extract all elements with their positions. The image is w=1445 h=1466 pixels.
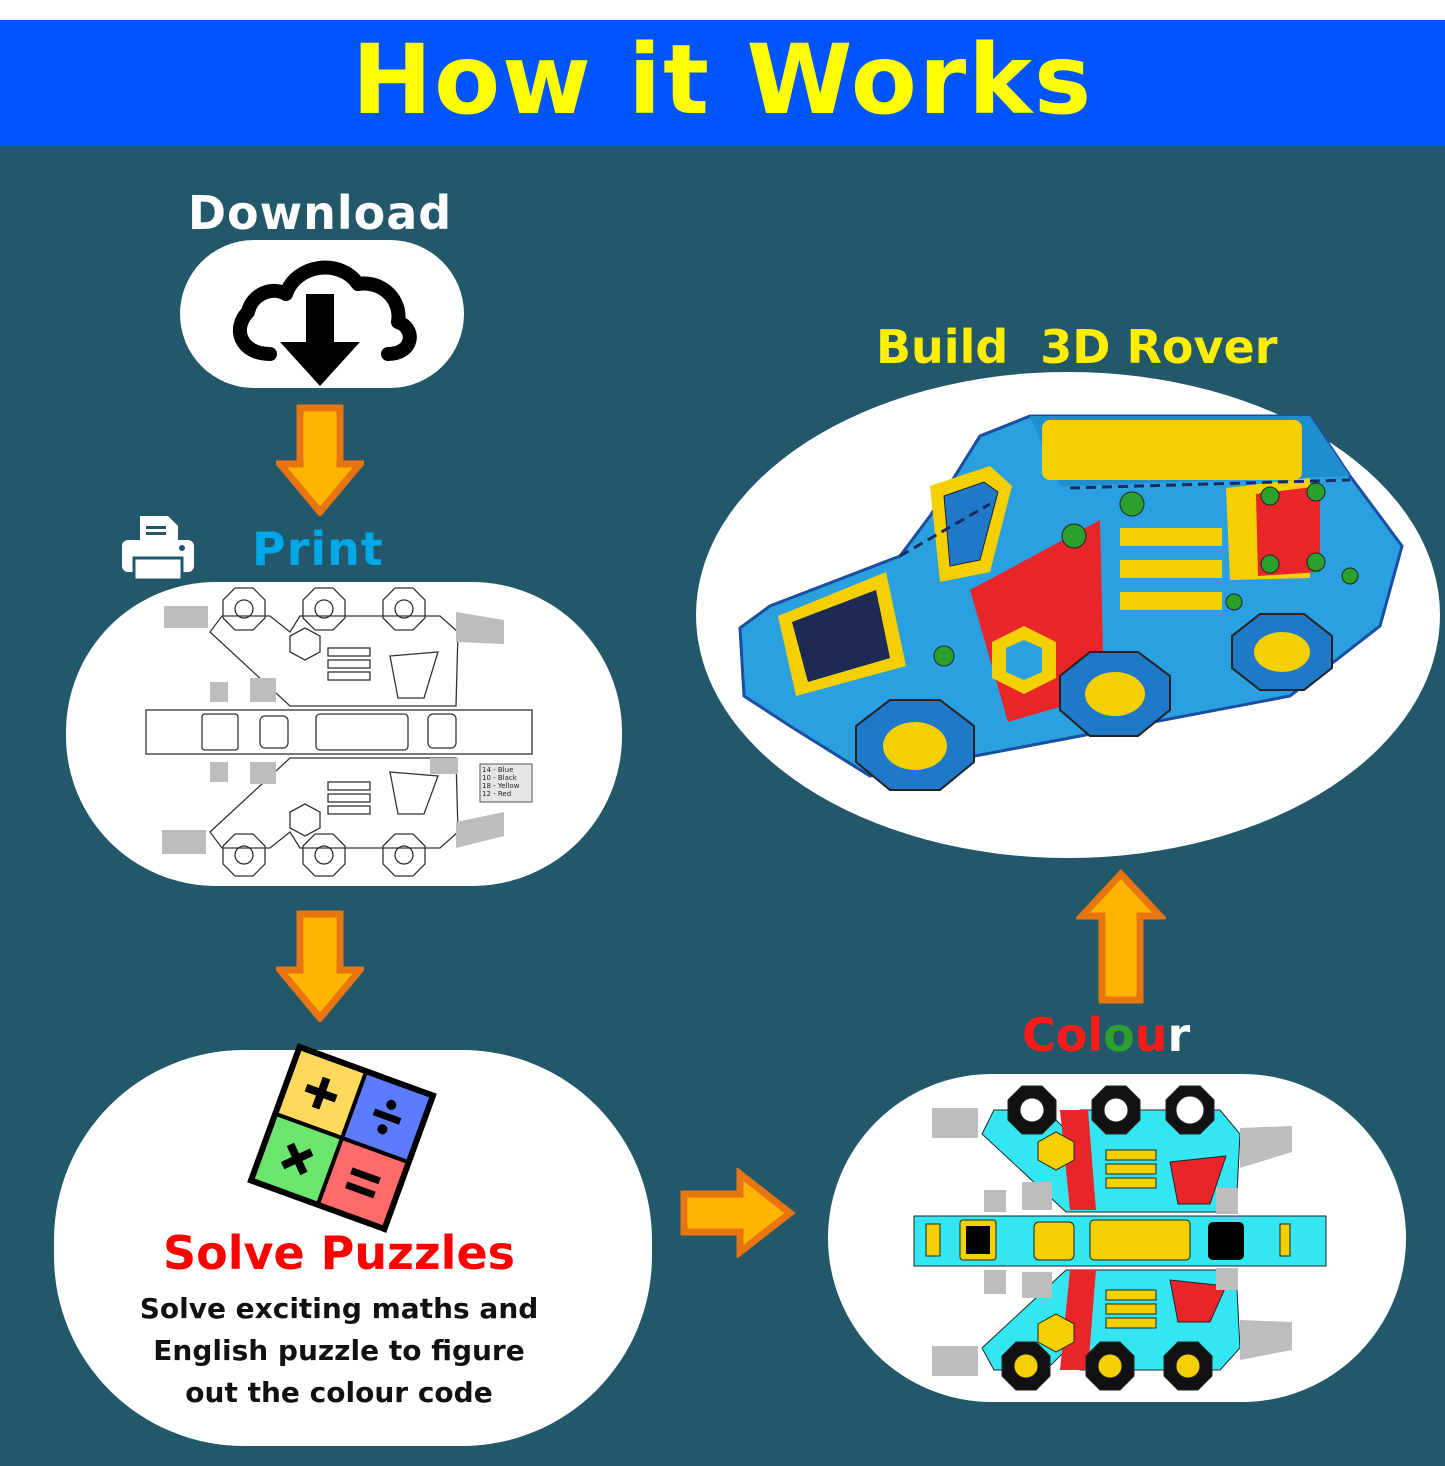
solve-description: Solve exciting maths and English puzzle …	[54, 1288, 624, 1414]
arrow-up-icon	[1076, 868, 1166, 1004]
cloud-download-icon	[232, 260, 417, 386]
math-operators-icon	[247, 1043, 437, 1233]
legend-item: 12 - Red	[482, 790, 512, 798]
build-rover-label: Build 3D Rover	[876, 320, 1278, 374]
title-banner	[0, 20, 1445, 146]
arrow-down-icon	[276, 910, 364, 1022]
legend-item: 14 - Blue	[482, 766, 514, 774]
colour-letter: r	[1167, 1008, 1191, 1062]
rover-model-image	[738, 414, 1404, 791]
print-label: Print	[252, 522, 384, 576]
legend-item: 10 - Black	[482, 774, 517, 782]
legend-item: 18 - Yellow	[482, 782, 520, 790]
arrow-down-icon	[276, 404, 364, 516]
page-title: How it Works	[351, 24, 1094, 136]
printer-icon	[122, 516, 194, 582]
solve-puzzles-title: Solve Puzzles	[162, 1226, 516, 1280]
download-label: Download	[187, 186, 453, 240]
description-line: Solve exciting maths and	[139, 1292, 539, 1325]
colour-letter: l	[1087, 1008, 1104, 1062]
colour-letter: o	[1055, 1008, 1088, 1062]
template-sheet-coloured	[913, 1085, 1327, 1391]
template-sheet-bw	[145, 587, 533, 877]
colour-label: Colour	[1022, 1008, 1190, 1062]
colour-letter: C	[1022, 1008, 1056, 1062]
color-code-legend: 14 - Blue 10 - Black 18 - Yellow 12 - Re…	[482, 766, 532, 798]
colour-letter: u	[1134, 1008, 1168, 1062]
print-card	[66, 582, 622, 886]
description-line: out the colour code	[185, 1376, 493, 1409]
description-line: English puzzle to figure	[153, 1334, 525, 1367]
colour-letter: o	[1103, 1008, 1135, 1062]
arrow-right-icon	[680, 1168, 796, 1258]
